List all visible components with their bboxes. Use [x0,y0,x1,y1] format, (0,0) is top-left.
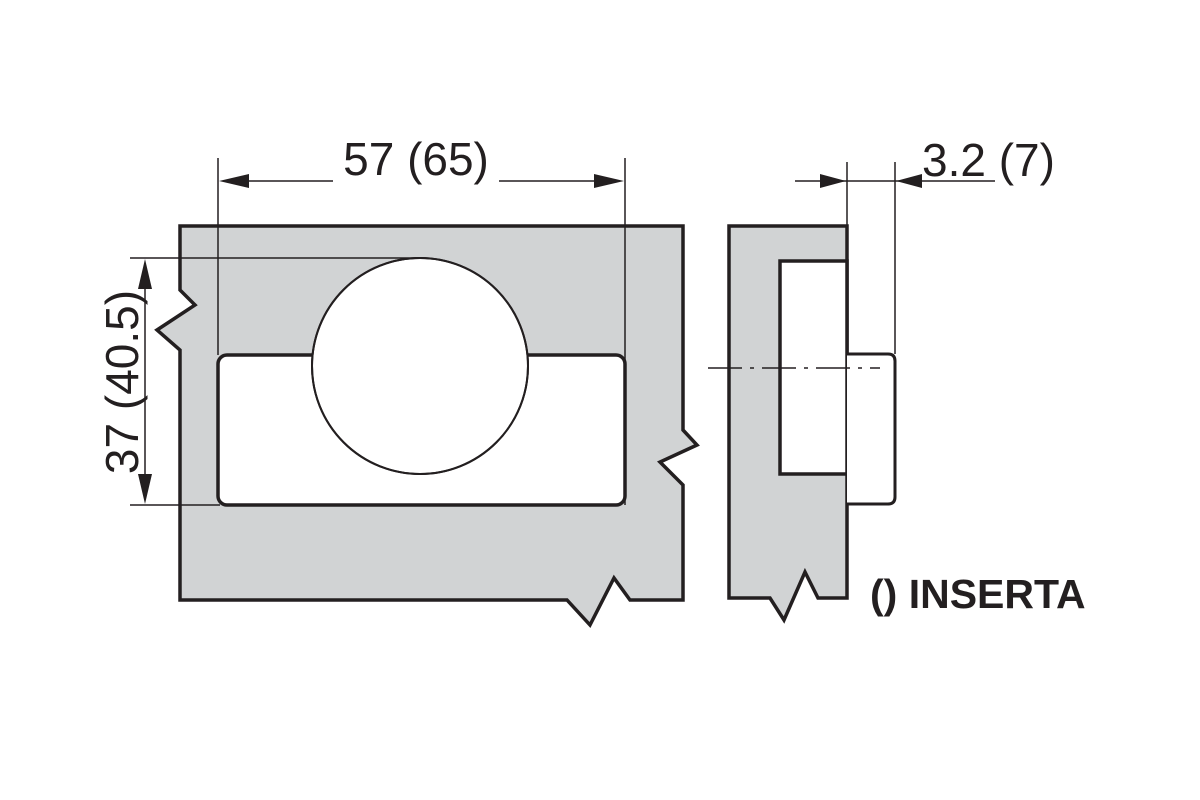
width-dimension-label: 57 (65) [343,133,489,185]
inserta-legend: () INSERTA [870,571,1086,617]
hinge-cup-protrusion [847,352,897,506]
height-dimension-label: 37 (40.5) [96,290,148,474]
front-view: 57 (65) 37 (40.5) [96,133,700,629]
side-view: 3.2 (7) [708,134,1055,624]
depth-dimension-label: 3.2 (7) [922,134,1055,186]
